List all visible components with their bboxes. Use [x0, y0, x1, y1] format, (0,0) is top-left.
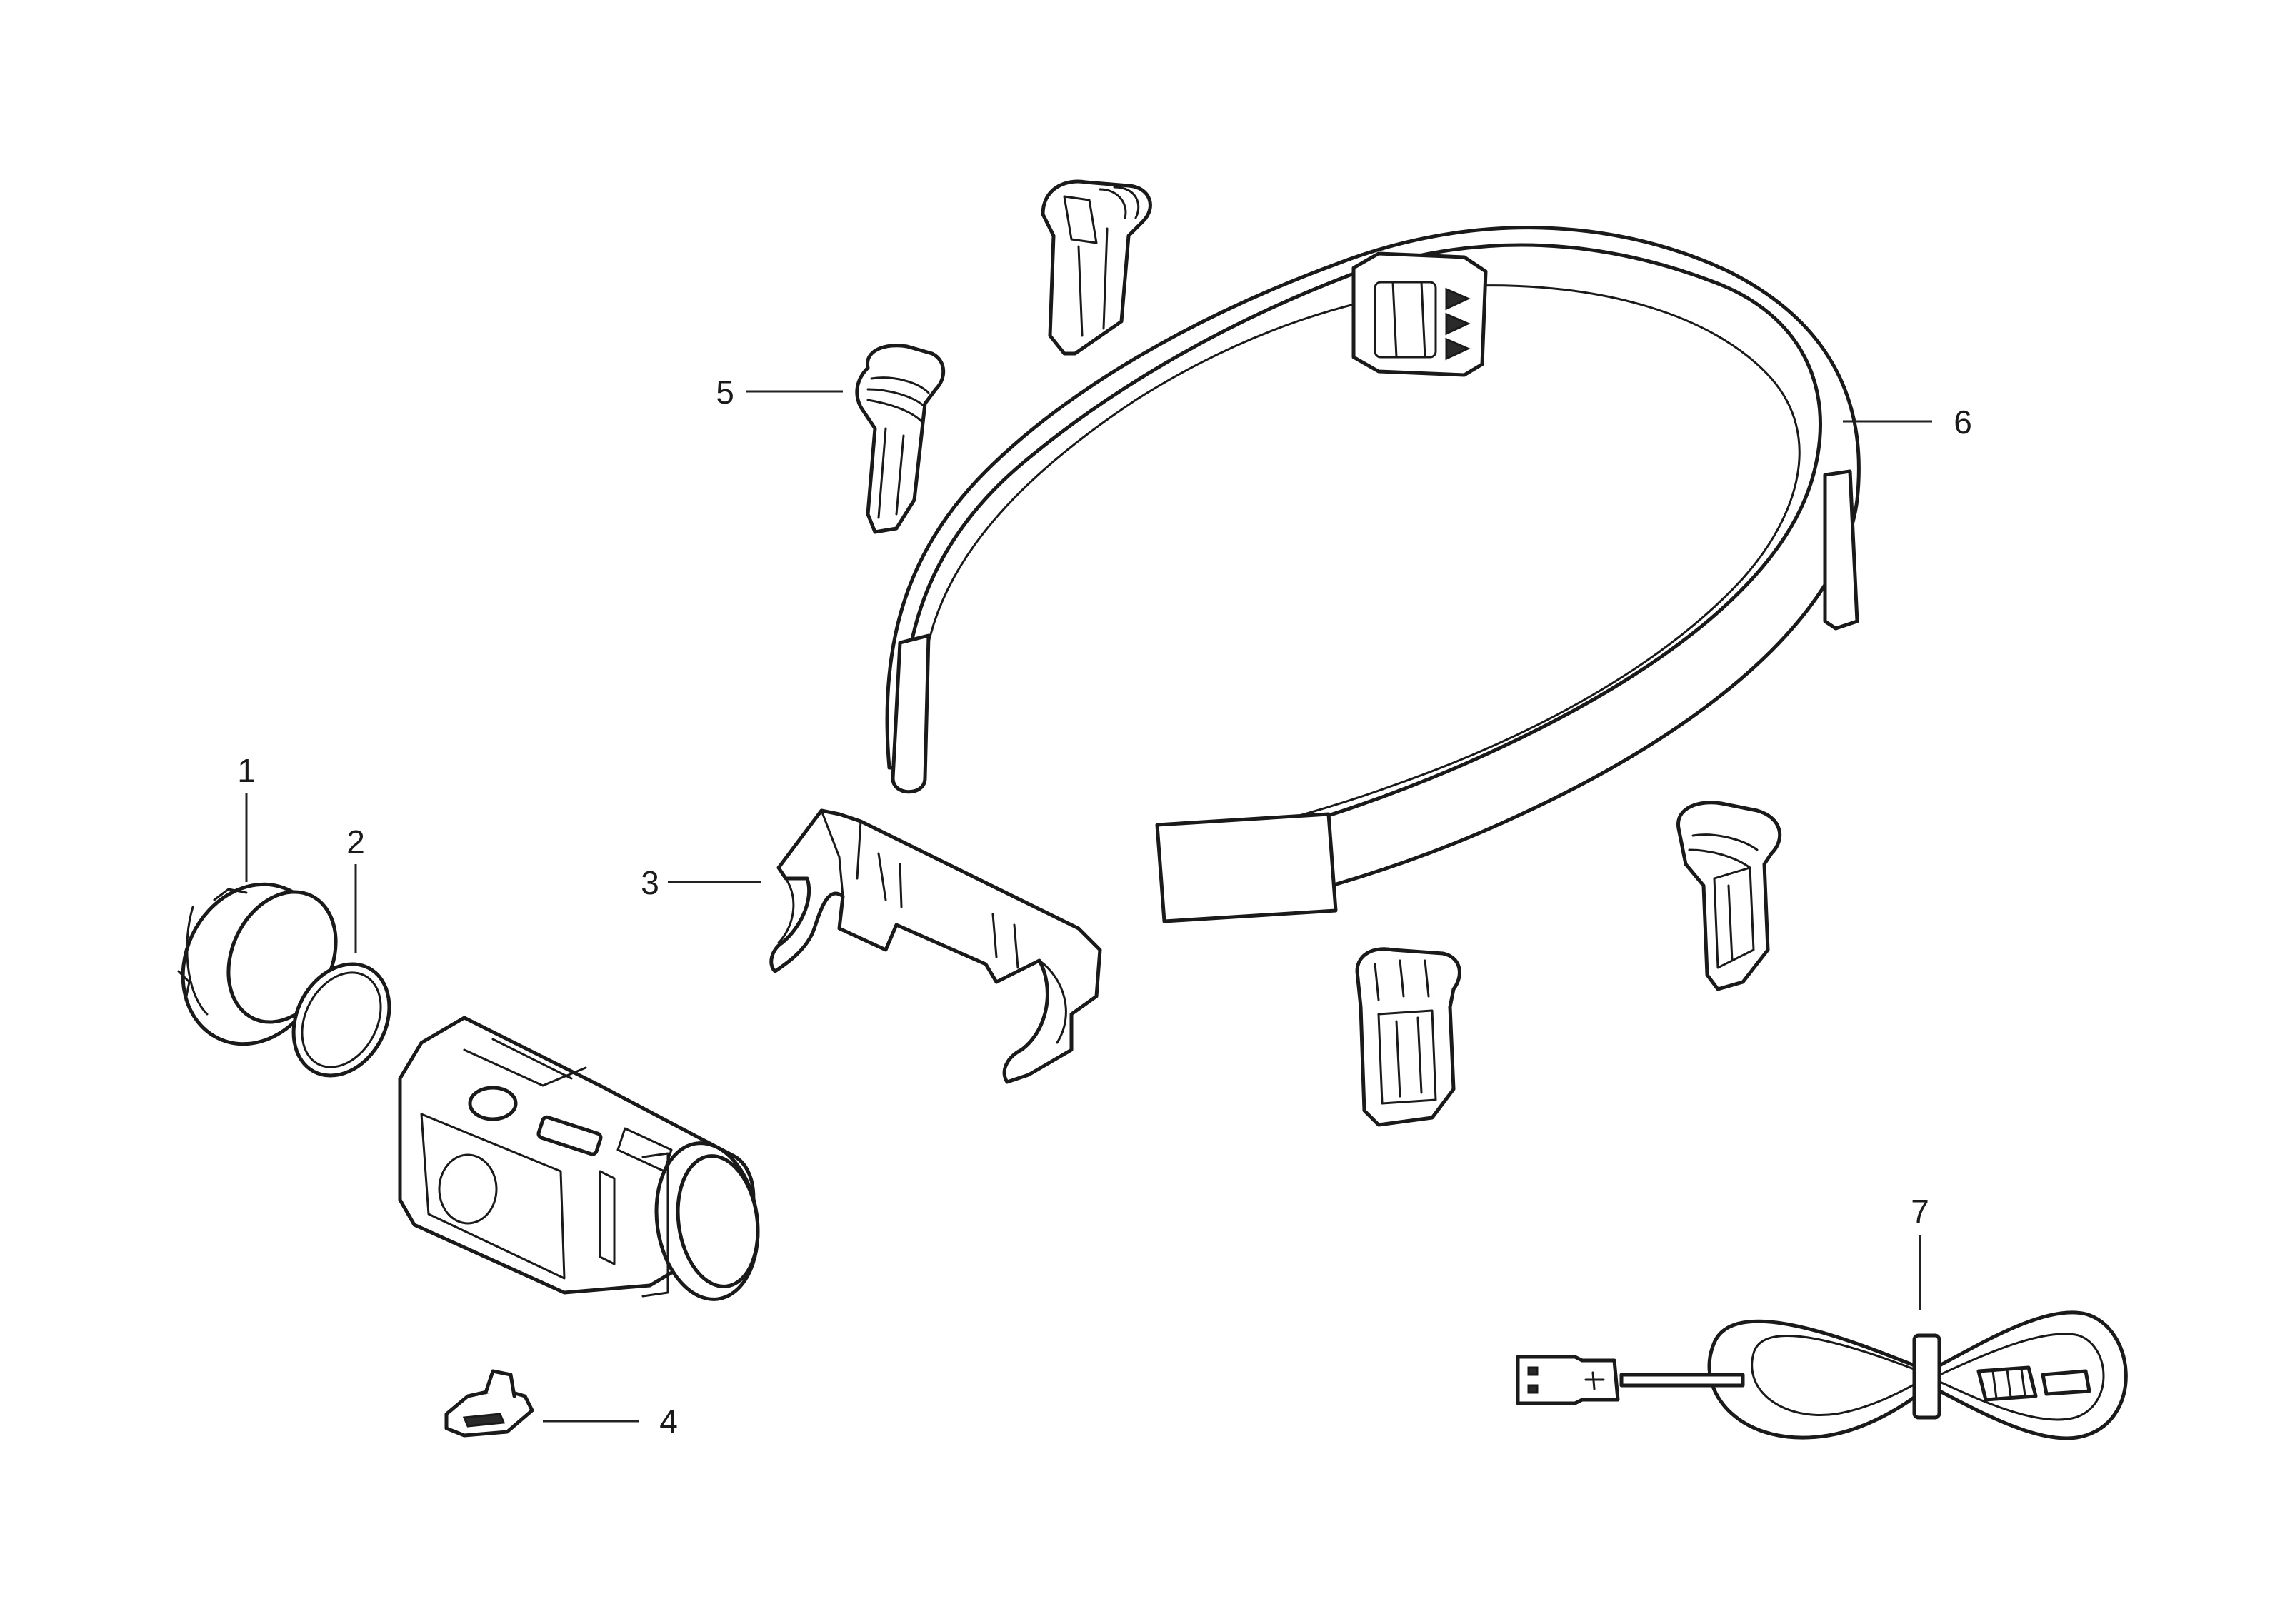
hard-hat-clip-bottom-center — [1355, 947, 1461, 1127]
hard-hat-clip-bottom-right — [1676, 801, 1782, 991]
hard-hat-clip-top-right — [1041, 179, 1152, 356]
leader-lines — [245, 390, 1932, 1423]
headlamp-body — [398, 1016, 760, 1301]
o-ring — [291, 962, 391, 1078]
usb-charging-cable — [1516, 1310, 2128, 1440]
callout-1: 1 — [237, 752, 256, 789]
callout-2: 2 — [346, 823, 365, 861]
callout-4: 4 — [659, 1403, 678, 1440]
hard-hat-clip-top-left — [855, 344, 946, 534]
headband-strap — [885, 226, 1861, 923]
port-cover — [444, 1369, 534, 1438]
callout-5: 5 — [716, 374, 734, 411]
lamp-mounting-bracket — [769, 808, 1102, 1084]
callout-labels: 1 2 3 4 5 6 7 — [237, 374, 1972, 1440]
callout-7: 7 — [1911, 1193, 1929, 1230]
callout-6: 6 — [1954, 404, 1972, 441]
strap-adjuster-buckle — [1351, 251, 1488, 377]
callout-3: 3 — [641, 864, 659, 901]
